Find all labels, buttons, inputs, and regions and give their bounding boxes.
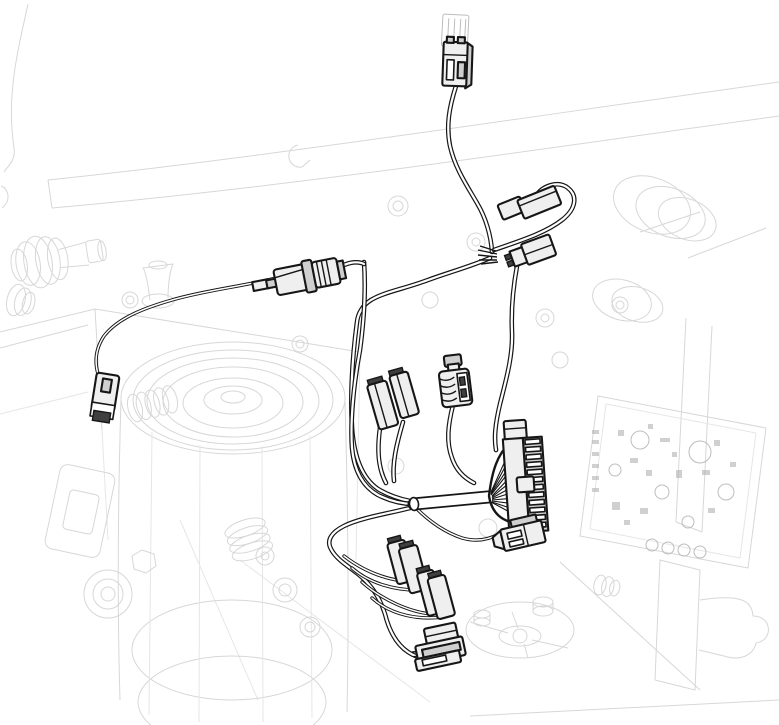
connector-four-pin bbox=[491, 513, 547, 552]
connector-top-plug bbox=[441, 35, 474, 90]
connector-lower-blade-d bbox=[426, 569, 456, 620]
wire-top-run bbox=[445, 83, 495, 255]
connector-two-pin bbox=[503, 233, 557, 268]
connector-flag-terminal bbox=[496, 185, 563, 221]
connector-small-plug bbox=[89, 371, 121, 424]
connector-bullet-pair bbox=[251, 257, 348, 296]
ghost-machine-assembly bbox=[0, 3, 779, 725]
wire-bullet-lead bbox=[94, 275, 282, 376]
ghost-pcb bbox=[579, 395, 767, 569]
connector-upper-blade-a bbox=[366, 375, 400, 431]
wire-sweep-to-trunk bbox=[349, 255, 493, 504]
connector-bottom-block bbox=[412, 621, 467, 672]
splice-joint bbox=[477, 245, 499, 265]
connector-barrel bbox=[437, 353, 474, 409]
wire-barrel-lead bbox=[446, 402, 477, 486]
wiring-harness bbox=[89, 35, 577, 672]
wire-right-descent bbox=[492, 263, 520, 453]
wire-upper-blade-leads bbox=[376, 419, 406, 486]
wire-bottom-branch bbox=[326, 505, 445, 662]
connector-upper-blade-b bbox=[387, 366, 420, 420]
wire-fourpin-lead bbox=[414, 506, 501, 542]
cable-sleeve bbox=[407, 490, 495, 512]
